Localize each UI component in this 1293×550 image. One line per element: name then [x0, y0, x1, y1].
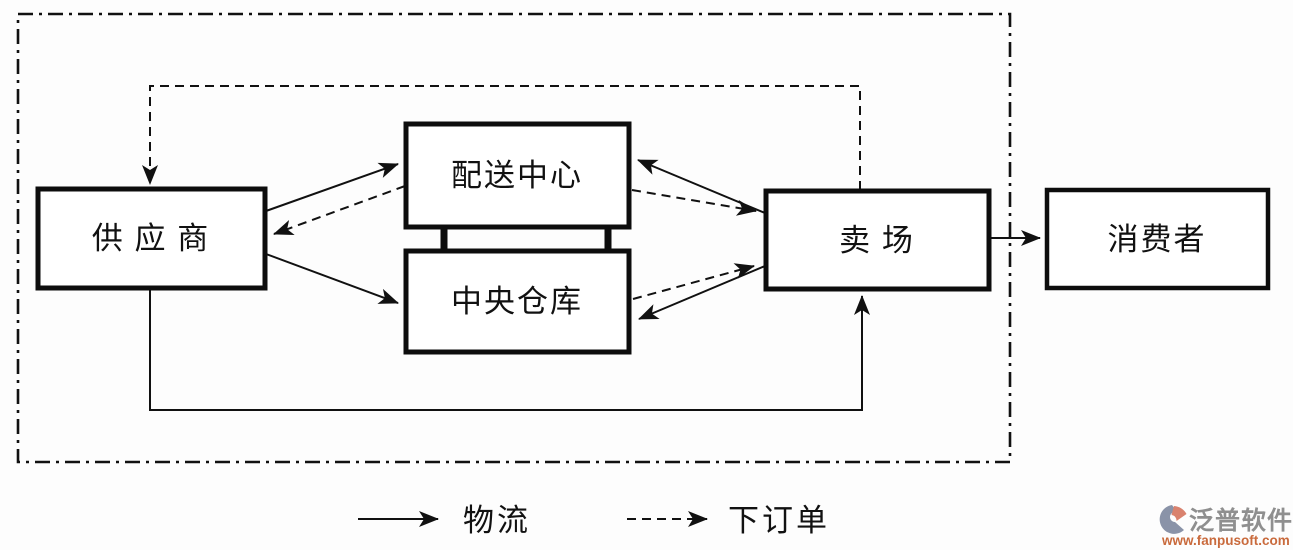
edge-logistics-supplier-to-warehouse	[265, 253, 399, 304]
edge-order-dc-to-supplier	[273, 185, 406, 235]
watermark-url-text: www.fanpusoft.com	[1161, 533, 1290, 548]
node-central-warehouse: 中央仓库	[403, 248, 632, 355]
legend: 物流 下订单	[358, 503, 830, 538]
edge-warehouse-to-store	[632, 263, 755, 300]
edge-order-store-to-supplier	[142, 85, 861, 190]
edge-logistics-supplier-to-store	[149, 290, 870, 411]
watermark: 泛普软件 www.fanpusoft.com	[1159, 505, 1293, 548]
node-supplier-label: 供 应 商	[92, 221, 211, 256]
legend-dashed-label: 下订单	[728, 503, 830, 538]
edge-logistics-supplier-to-dc	[265, 162, 399, 212]
node-distribution-center: 配送中心	[403, 121, 632, 230]
legend-solid-label: 物流	[463, 503, 531, 538]
node-supplier: 供 应 商	[35, 186, 268, 291]
node-consumer-label: 消费者	[1108, 222, 1207, 257]
node-store: 卖 场	[763, 188, 992, 292]
edge-store-to-dc	[637, 159, 766, 214]
edge-store-to-warehouse	[638, 265, 766, 320]
watermark-brand-text: 泛普软件	[1189, 506, 1293, 535]
node-central-warehouse-label: 中央仓库	[451, 284, 583, 319]
node-store-label: 卖 场	[839, 223, 915, 258]
node-distribution-center-label: 配送中心	[451, 158, 583, 193]
node-consumer: 消费者	[1044, 187, 1271, 291]
fanpu-logo-icon	[1159, 505, 1187, 534]
edge-dc-to-store	[631, 189, 757, 216]
